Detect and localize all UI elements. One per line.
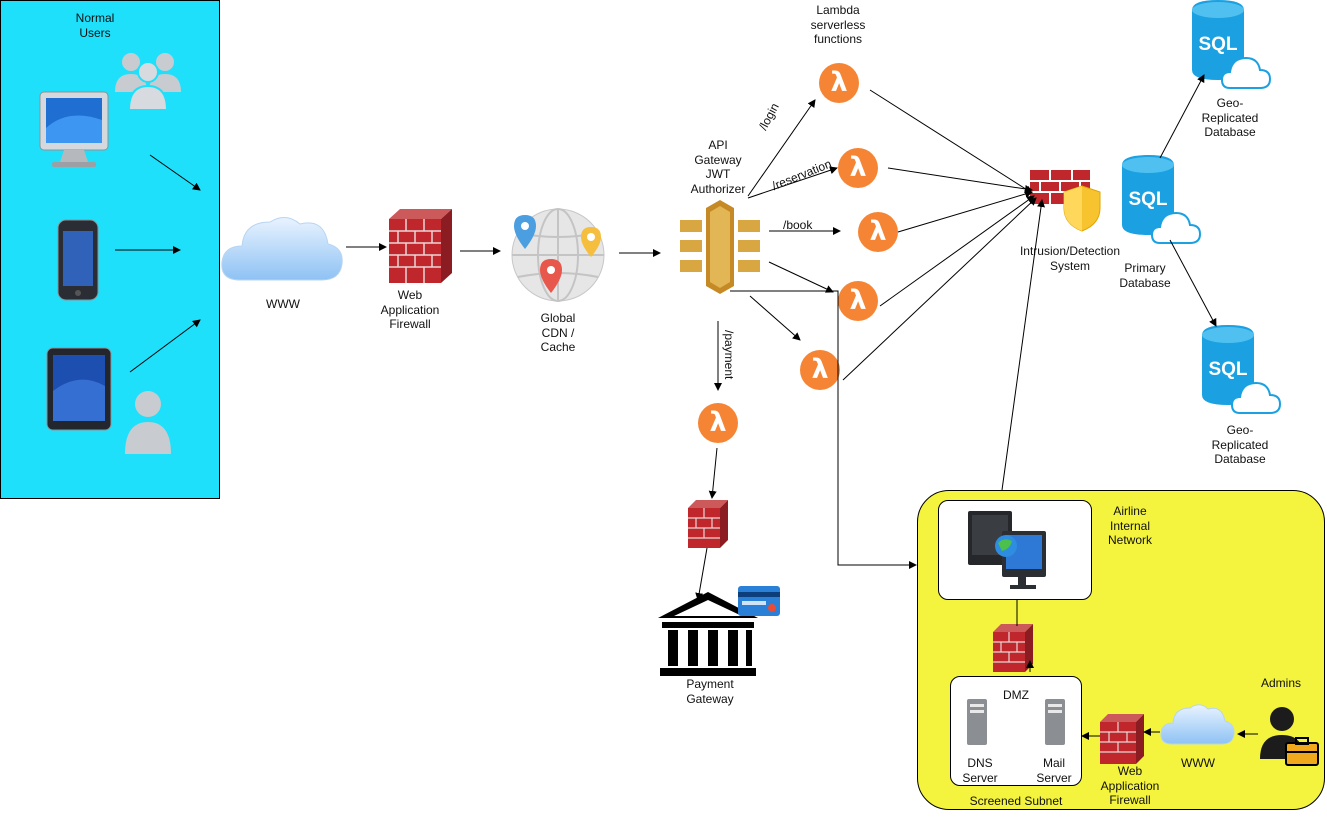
dns-server-icon (967, 699, 987, 745)
route-payment-label: /payment (722, 330, 736, 380)
geo-database-bottom-icon: SQL (1202, 325, 1282, 414)
www-label: WWW (266, 297, 300, 311)
lambda-group-label: Lambda serverless functions (810, 3, 866, 46)
mail-server-icon (1045, 699, 1065, 745)
lambda-payment-icon: λ (698, 403, 738, 443)
airline-network-label: Airline Internal Network (1107, 504, 1152, 547)
waf-label: Web Application Firewall (380, 288, 440, 331)
primary-database-icon: SQL (1122, 155, 1202, 244)
payment-firewall-icon (688, 500, 728, 548)
api-gateway-label: API Gateway JWT Authorizer (690, 138, 746, 196)
dmz-label: DMZ (1003, 688, 1029, 702)
tablet-icon (46, 347, 112, 431)
ids-label: Intrusion/Detection System (1019, 244, 1121, 273)
bank-icon (658, 586, 780, 676)
desktop-monitor-icon (39, 91, 109, 167)
geo-database-top-icon: SQL (1192, 0, 1272, 89)
cdn-label: Global CDN / Cache (540, 311, 576, 354)
lambda-5-icon: λ (800, 350, 840, 390)
geo-db-top-label: Geo- Replicated Database (1201, 96, 1259, 139)
lambda-book-icon: λ (858, 212, 898, 252)
internal-waf-icon (1100, 714, 1144, 764)
normal-users-label: Normal Users (75, 11, 115, 40)
internal-www-label: WWW (1181, 756, 1215, 770)
route-book-label: /book (783, 218, 813, 232)
user-icon (125, 391, 171, 454)
api-gateway-icon (680, 200, 760, 294)
screened-subnet-label: Screened Subnet (969, 794, 1063, 808)
mail-server-label: Mail Server (1036, 756, 1072, 785)
lambda-4-icon: λ (838, 281, 878, 321)
sql-text: SQL (1208, 359, 1247, 380)
dns-server-label: DNS Server (962, 756, 998, 785)
cloud-icon (221, 217, 343, 281)
payment-gateway-label: Payment Gateway (686, 677, 734, 706)
firewall-brick-icon (389, 209, 452, 283)
primary-db-label: Primary Database (1119, 261, 1171, 290)
admins-label: Admins (1260, 676, 1301, 690)
cdn-globe-icon (511, 208, 605, 302)
sql-text: SQL (1198, 34, 1237, 55)
lambda-reservation-icon: λ (838, 148, 878, 188)
internal-cloud-icon (1160, 704, 1235, 745)
sql-text: SQL (1128, 189, 1167, 210)
route-login-label: /login (756, 100, 782, 133)
internal-waf-label: Web Application Firewall (1100, 764, 1160, 807)
internal-firewall-icon (993, 624, 1033, 672)
intrusion-detection-icon (1030, 170, 1101, 232)
lambda-login-icon: λ (819, 63, 859, 103)
user-group-icon (115, 53, 181, 111)
smartphone-icon (57, 219, 99, 301)
admin-user-icon (1260, 707, 1319, 766)
route-reservation-label: /reservation (770, 156, 834, 193)
geo-db-bottom-label: Geo- Replicated Database (1211, 423, 1269, 466)
workstation-icon (968, 511, 1046, 589)
